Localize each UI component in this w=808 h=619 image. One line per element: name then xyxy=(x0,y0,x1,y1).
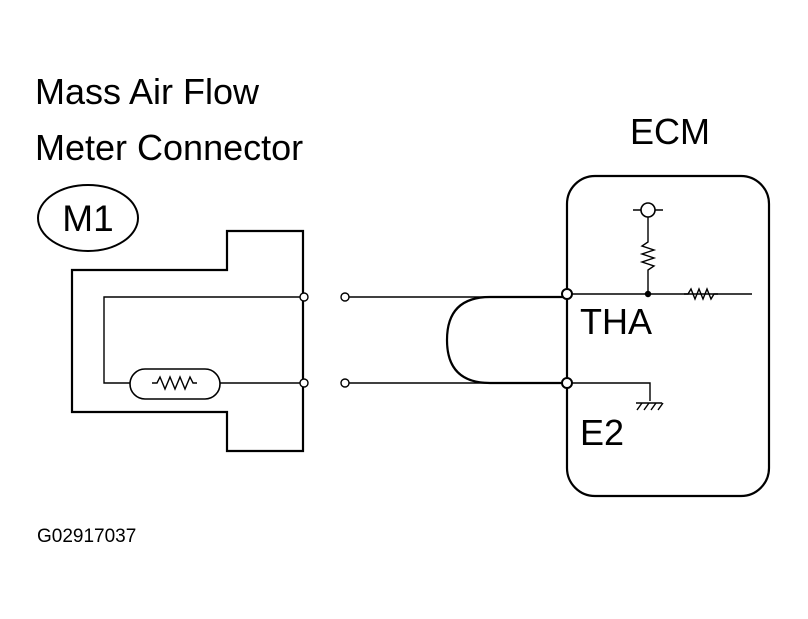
ecm-terminal-tha xyxy=(561,288,573,300)
figure-code: G02917037 xyxy=(37,526,136,547)
connector-housing xyxy=(70,229,305,453)
connector-title-line2: Meter Connector xyxy=(35,127,303,168)
ecm-title: ECM xyxy=(630,111,710,152)
ecm-box xyxy=(565,174,771,498)
connector-pin-1 xyxy=(299,292,309,302)
tha-terminal-label: THA xyxy=(580,301,652,342)
pullup-resistor-symbol xyxy=(639,238,657,294)
series-resistor-symbol xyxy=(684,287,718,301)
thermistor-resistor-symbol xyxy=(152,375,197,391)
connector-id-badge: M1 xyxy=(37,184,139,252)
connector-id-label: M1 xyxy=(62,198,113,239)
connector-pin-2 xyxy=(299,378,309,388)
ecm-internal-circuit xyxy=(572,202,752,411)
thermistor-capsule xyxy=(129,368,221,400)
harness-terminal-1 xyxy=(340,292,350,302)
intake-air-temp-sensor xyxy=(103,296,304,400)
supply-symbol xyxy=(640,202,656,218)
ground-symbol xyxy=(636,402,664,411)
harness-terminal-2 xyxy=(340,378,350,388)
connector-title-line1: Mass Air Flow xyxy=(35,71,260,112)
e2-terminal-label: E2 xyxy=(580,412,624,453)
wire-shield-loop xyxy=(445,295,491,385)
junction-dot xyxy=(644,290,652,298)
ecm-terminal-e2 xyxy=(561,377,573,389)
